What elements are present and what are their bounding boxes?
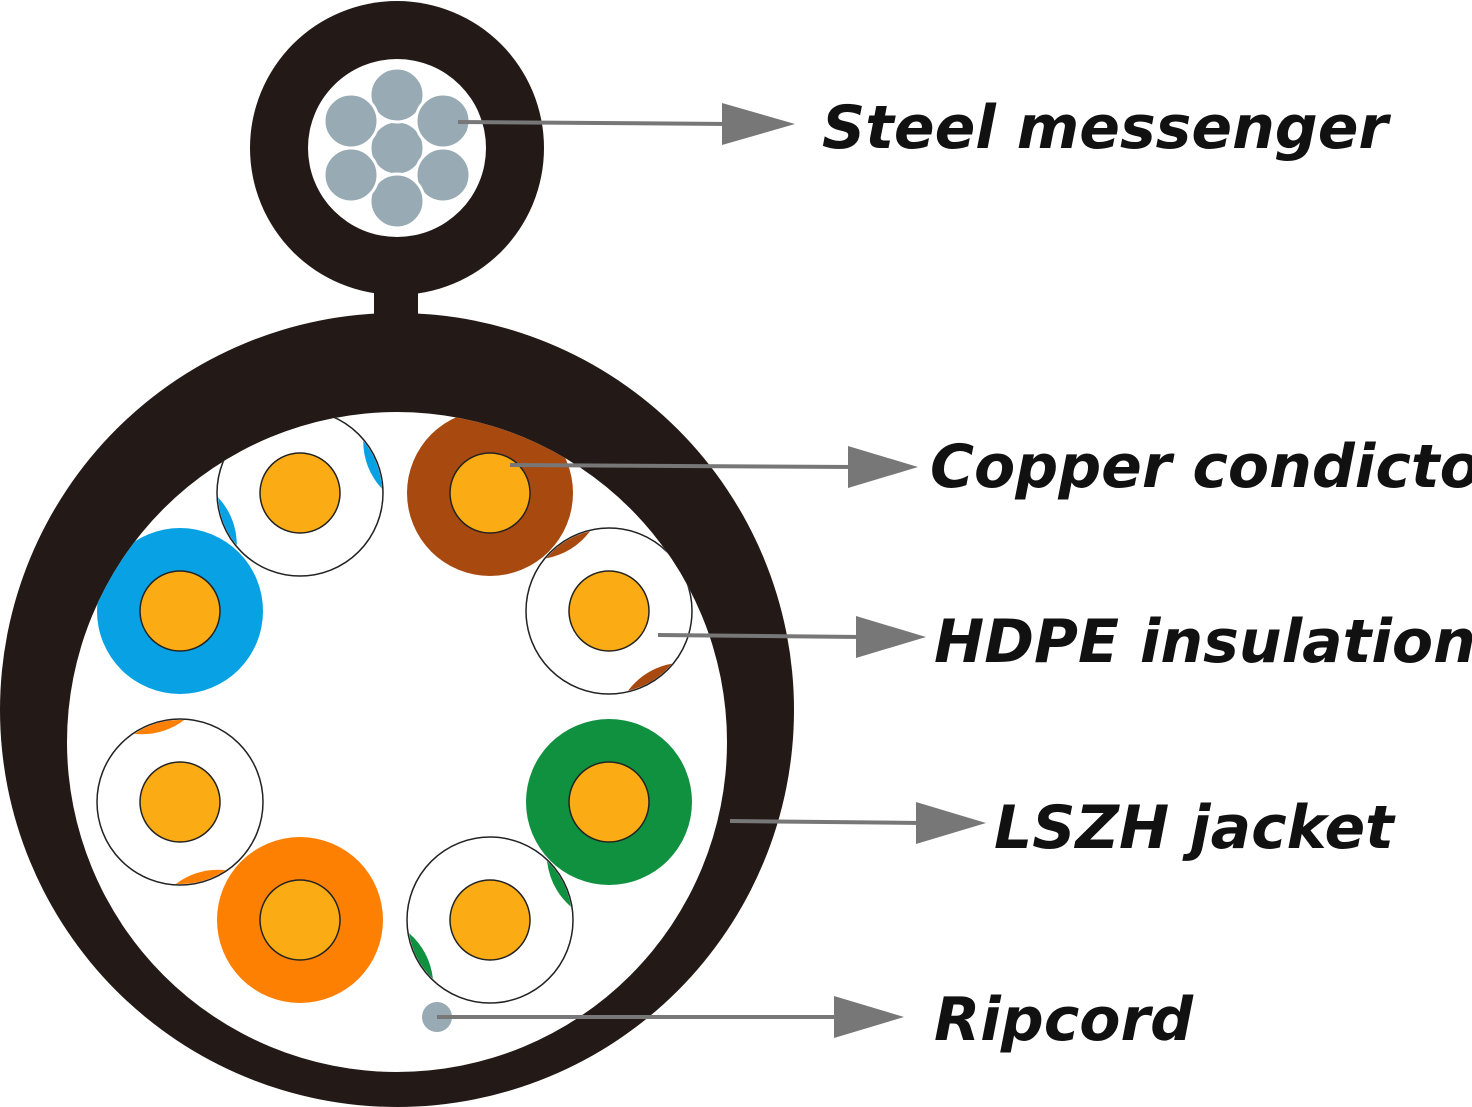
copper-conductor [139,570,221,652]
stripe-mark [547,861,571,907]
leader-copper [509,463,856,469]
wire-white-brown [525,527,693,695]
wire-brown [407,412,573,576]
leader-lines [437,120,923,1019]
copper-conductor [139,761,221,843]
stripe-mark [218,497,237,546]
arrow-hdpe-icon [856,616,926,658]
leader-steel [457,120,731,126]
wire-white-orange [96,718,264,886]
label-hdpe-insulation: HDPE insulation [934,607,1472,677]
steel-strands [322,66,472,230]
steel-strand [322,146,380,204]
stripe-mark [363,440,382,489]
copper-conductor [259,452,341,534]
leader-lszh [729,819,923,825]
wire-orange [217,837,383,1003]
stripe-mark [134,720,185,735]
arrow-steel-icon [722,103,795,145]
stripe-mark [175,869,226,884]
arrow-ripcord-icon [834,996,904,1038]
arrow-copper-icon [848,446,918,488]
wire-white-green [406,836,574,1004]
stripe-mark [546,531,591,559]
label-ripcord: Ripcord [934,985,1194,1055]
leader-hdpe [657,633,863,639]
copper-conductor [568,570,650,652]
copper-conductor [449,879,531,961]
twisted-pair-wires [96,412,693,1004]
stripe-mark [409,933,433,979]
label-lszh-jacket: LSZH jacket [994,793,1396,863]
label-steel-messenger: Steel messenger [822,93,1391,163]
stripe-mark [627,663,672,691]
copper-conductor [259,879,341,961]
steel-strand [322,92,380,150]
arrowheads [722,103,986,1038]
wire-blue [97,528,263,694]
arrow-lszh-icon [916,802,986,844]
steel-strand [368,172,426,230]
wire-green [526,719,692,885]
steel-strand [414,146,472,204]
label-copper-conductors: Copper condictors [930,432,1472,502]
copper-conductor [449,452,531,534]
steel-strand [368,66,426,124]
wire-white-blue [216,412,384,577]
copper-conductor [568,761,650,843]
